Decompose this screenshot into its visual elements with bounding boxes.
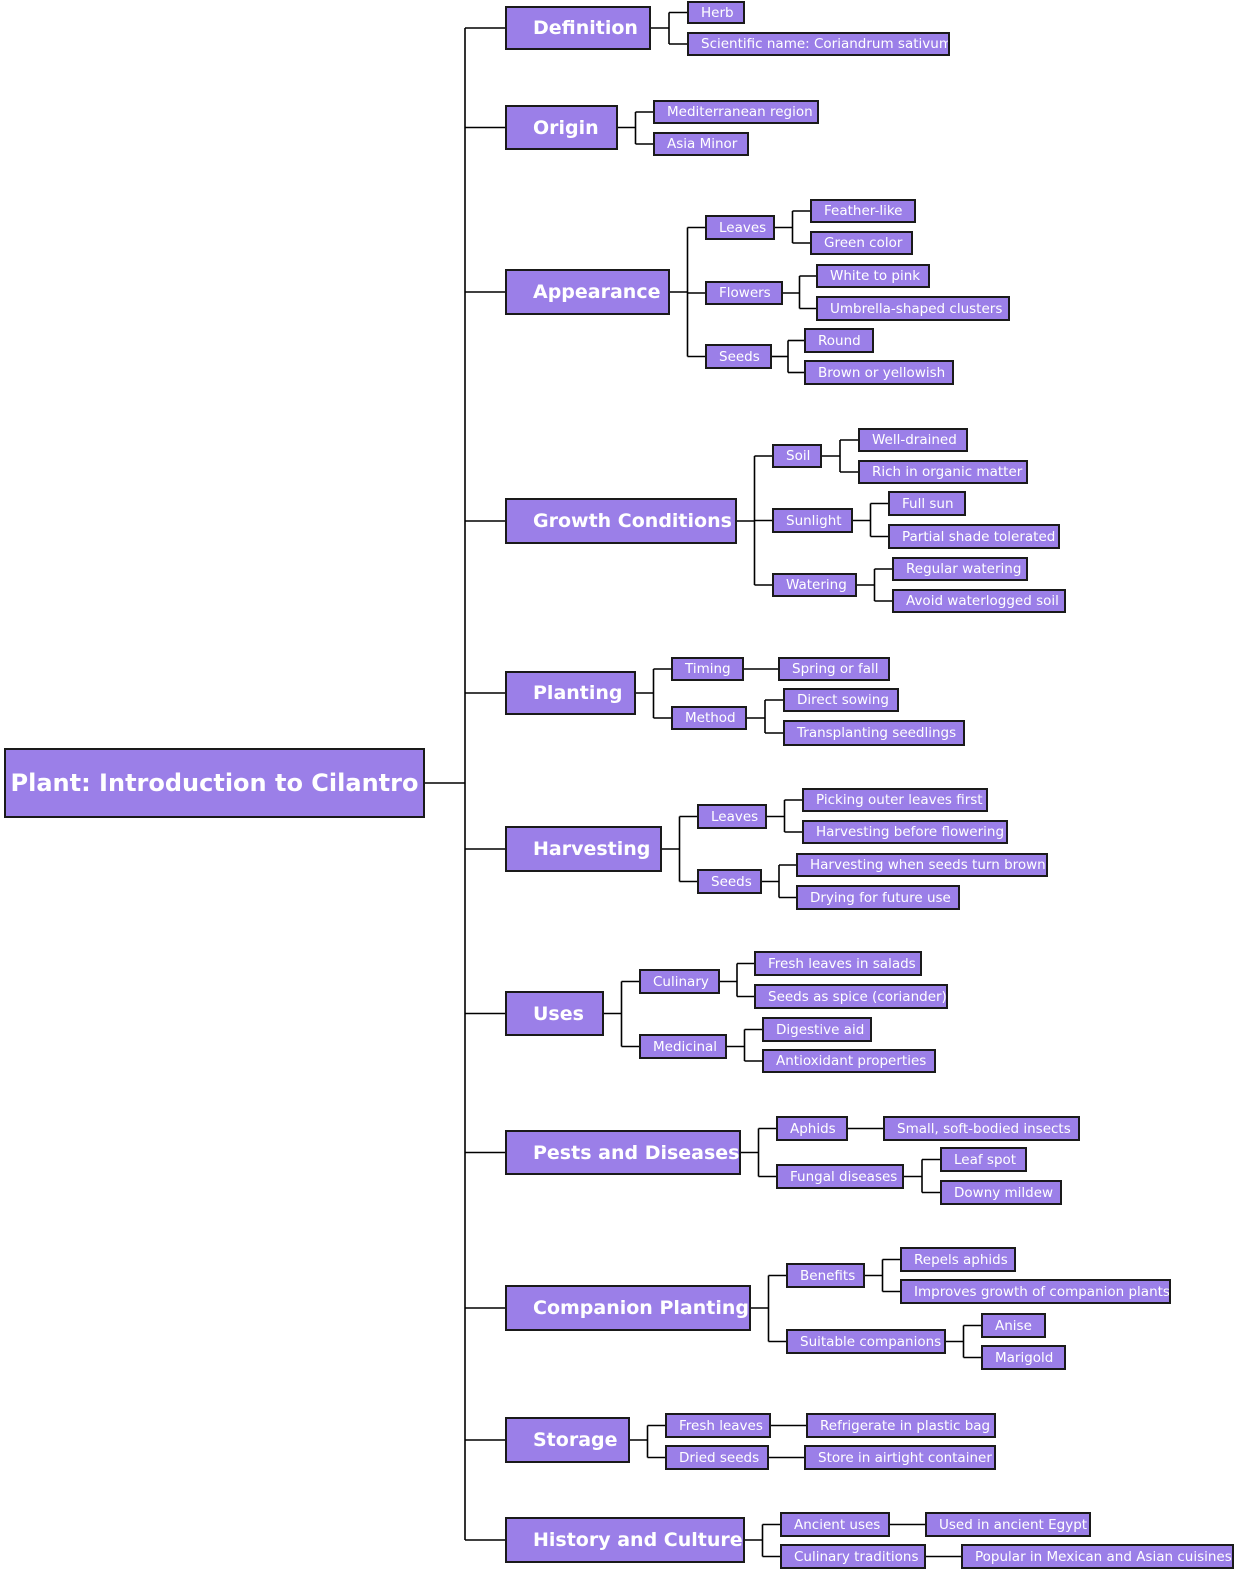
leaf-popular-in-mexican-and-asian-cuisines: Popular in Mexican and Asian cuisines — [961, 1544, 1234, 1569]
leaf-refrigerate-in-plastic-bag: Refrigerate in plastic bag — [806, 1413, 996, 1438]
branch-medicinal: Medicinal — [639, 1034, 727, 1059]
root-node: Plant: Introduction to Cilantro — [4, 748, 425, 818]
leaf-antioxidant-properties: Antioxidant properties — [762, 1049, 936, 1073]
leaf-anise: Anise — [981, 1313, 1046, 1338]
leaf-scientific-name: Scientific name: Coriandrum sativum — [687, 32, 950, 56]
leaf-herb: Herb — [687, 1, 745, 24]
branch-watering: Watering — [772, 573, 857, 597]
branch-dried-seeds: Dried seeds — [665, 1445, 769, 1470]
leaf-round: Round — [804, 328, 874, 353]
leaf-asia-minor: Asia Minor — [653, 132, 749, 156]
branch-ancient-uses: Ancient uses — [780, 1512, 890, 1537]
leaf-transplanting-seedlings: Transplanting seedlings — [783, 720, 965, 746]
branch-timing: Timing — [671, 657, 744, 681]
category-companion-planting: Companion Planting — [505, 1285, 751, 1331]
category-storage: Storage — [505, 1417, 630, 1463]
leaf-partial-shade-tolerated: Partial shade tolerated — [888, 524, 1060, 549]
leaf-improves-growth: Improves growth of companion plants — [900, 1279, 1171, 1304]
leaf-rich-in-organic-matter: Rich in organic matter — [858, 460, 1028, 484]
leaf-white-to-pink: White to pink — [816, 264, 930, 288]
category-harvesting: Harvesting — [505, 826, 662, 872]
leaf-repels-aphids: Repels aphids — [900, 1247, 1016, 1272]
leaf-full-sun: Full sun — [888, 491, 966, 516]
leaf-regular-watering: Regular watering — [892, 557, 1028, 581]
leaf-mediterranean-region: Mediterranean region — [653, 100, 819, 124]
branch-soil: Soil — [772, 444, 822, 468]
branch-culinary-traditions: Culinary traditions — [780, 1544, 926, 1569]
branch-benefits: Benefits — [786, 1263, 865, 1288]
branch-flowers: Flowers — [705, 281, 783, 305]
category-pests-and-diseases: Pests and Diseases — [505, 1130, 741, 1175]
leaf-used-in-ancient-egypt: Used in ancient Egypt — [925, 1512, 1091, 1537]
leaf-harvesting-before-flowering: Harvesting before flowering — [802, 820, 1008, 844]
leaf-downy-mildew: Downy mildew — [940, 1180, 1062, 1205]
leaf-green-color: Green color — [810, 231, 913, 255]
leaf-drying-for-future-use: Drying for future use — [796, 885, 960, 910]
category-appearance: Appearance — [505, 269, 670, 315]
branch-leaves: Leaves — [705, 215, 775, 240]
branch-aphids: Aphids — [776, 1116, 848, 1141]
leaf-seeds-as-spice: Seeds as spice (coriander) — [754, 984, 948, 1009]
branch-leaves-harvest: Leaves — [697, 804, 767, 829]
branch-culinary: Culinary — [639, 969, 720, 994]
branch-fresh-leaves: Fresh leaves — [665, 1413, 771, 1438]
branch-suitable-companions: Suitable companions — [786, 1329, 946, 1354]
leaf-picking-outer-leaves-first: Picking outer leaves first — [802, 788, 988, 812]
leaf-digestive-aid: Digestive aid — [762, 1017, 872, 1042]
category-origin: Origin — [505, 105, 618, 150]
leaf-store-in-airtight-container: Store in airtight container — [804, 1445, 996, 1470]
category-uses: Uses — [505, 991, 604, 1036]
category-history-and-culture: History and Culture — [505, 1517, 745, 1563]
leaf-direct-sowing: Direct sowing — [783, 688, 899, 712]
leaf-harvesting-when-seeds-turn-brown: Harvesting when seeds turn brown — [796, 853, 1048, 877]
leaf-marigold: Marigold — [981, 1345, 1066, 1370]
branch-seeds: Seeds — [705, 344, 772, 369]
leaf-spring-or-fall: Spring or fall — [778, 657, 890, 681]
leaf-leaf-spot: Leaf spot — [940, 1147, 1027, 1172]
leaf-small-soft-bodied-insects: Small, soft-bodied insects — [883, 1116, 1080, 1141]
leaf-feather-like: Feather-like — [810, 199, 916, 223]
category-growth-conditions: Growth Conditions — [505, 498, 737, 544]
branch-sunlight: Sunlight — [772, 508, 853, 533]
leaf-umbrella-shaped-clusters: Umbrella-shaped clusters — [816, 296, 1010, 321]
branch-method: Method — [671, 706, 747, 730]
leaf-avoid-waterlogged-soil: Avoid waterlogged soil — [892, 589, 1066, 613]
category-definition: Definition — [505, 6, 651, 50]
branch-fungal-diseases: Fungal diseases — [776, 1164, 904, 1189]
leaf-brown-or-yellowish: Brown or yellowish — [804, 360, 954, 385]
leaf-fresh-leaves-in-salads: Fresh leaves in salads — [754, 951, 922, 976]
branch-seeds-harvest: Seeds — [697, 869, 762, 894]
leaf-well-drained: Well-drained — [858, 428, 968, 452]
category-planting: Planting — [505, 671, 636, 715]
